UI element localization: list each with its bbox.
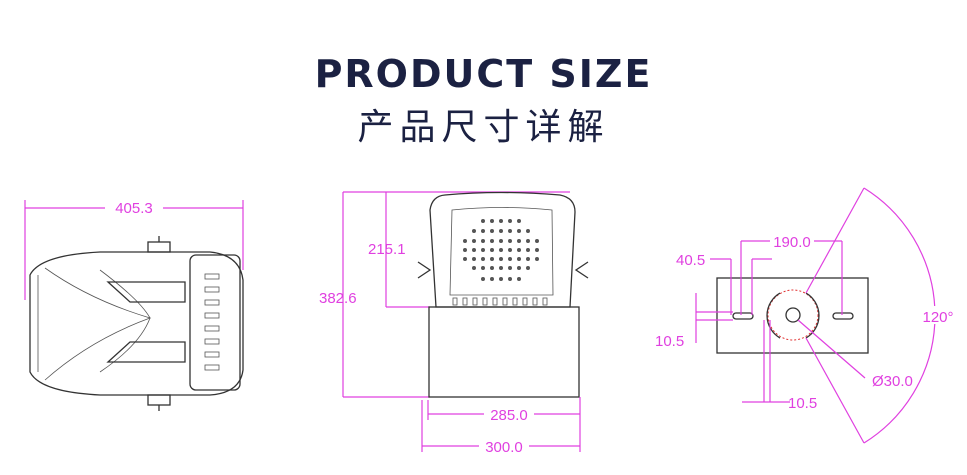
bracket-view: 40.5 190.0 10.5 10.5 Ø30.0 120° — [655, 187, 956, 444]
dim-arc-slot-width: 10.5 — [788, 395, 817, 412]
dim-center-hole: Ø30.0 — [872, 373, 913, 390]
dim-slot-spacing: 190.0 — [773, 234, 811, 251]
dim-slot-offset: 40.5 — [676, 252, 705, 269]
front-view: 215.1 382.6 285.0 300.0 — [319, 191, 589, 456]
dim-outer-width: 300.0 — [485, 439, 523, 456]
dim-total-height: 382.6 — [319, 290, 357, 307]
dim-head-height: 215.1 — [368, 241, 406, 258]
title-en: PRODUCT SIZE — [314, 52, 653, 96]
top-view: 405.3 — [24, 200, 244, 411]
dim-rotation-angle: 120° — [922, 309, 953, 326]
dim-slot-width: 10.5 — [655, 333, 684, 350]
vent-holes — [463, 219, 539, 281]
dim-inner-width: 285.0 — [490, 407, 528, 424]
title-cn: 产品尺寸详解 — [357, 107, 610, 148]
dim-length: 405.3 — [115, 200, 153, 217]
